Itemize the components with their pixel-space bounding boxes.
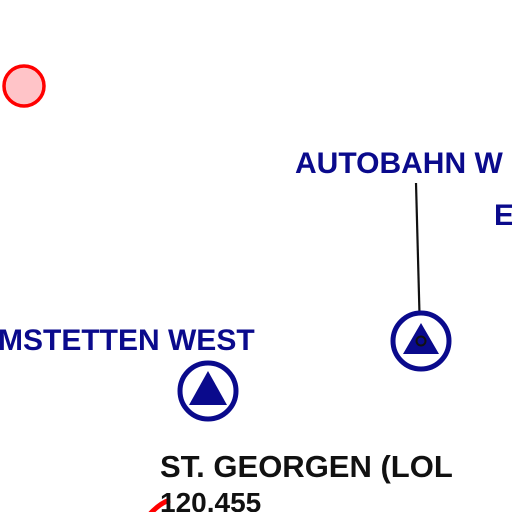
center-dot-icon: [415, 335, 427, 347]
waypoint-amstetten[interactable]: [177, 360, 239, 422]
waypoint-autobahn[interactable]: [390, 310, 452, 372]
label-autobahn: AUTOBAHN W: [295, 147, 503, 180]
waypoint-triangle-icon: [189, 371, 227, 405]
label-autobahn-second-line: E: [494, 199, 512, 232]
label-amstetten: MSTETTEN WEST: [0, 324, 255, 357]
leader-line: [414, 182, 422, 334]
red-circle-icon[interactable]: [2, 64, 46, 108]
red-arc-icon: [148, 497, 171, 512]
label-frequency: 120.455: [160, 487, 261, 512]
label-st-georgen: ST. GEORGEN (LOL: [160, 449, 453, 484]
waypoint-triangle-icon: [403, 323, 439, 354]
